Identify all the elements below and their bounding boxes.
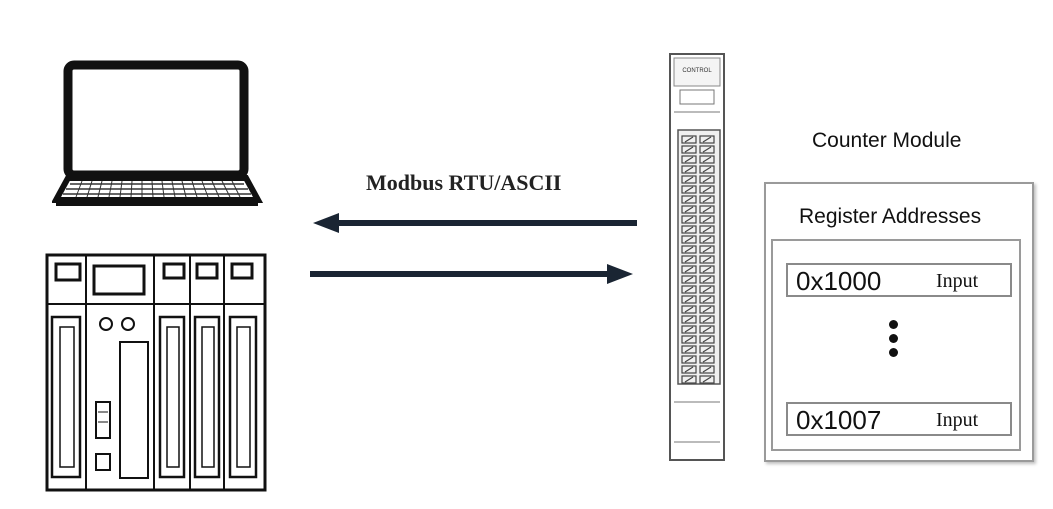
plc-rack-icon [45, 253, 267, 492]
register-type: Input [936, 409, 979, 431]
laptop-icon [52, 60, 264, 206]
register-list [771, 239, 1021, 451]
register-address: 0x1000 [796, 266, 882, 296]
response-arrow [313, 213, 637, 233]
ellipsis-vertical-icon [888, 320, 900, 360]
counter-module-device-icon: CONTROL [669, 53, 725, 461]
register-addresses-title: Register Addresses [799, 205, 982, 228]
register-address: 0x1007 [796, 405, 882, 435]
register-row: 0x1007 Input [786, 402, 1012, 436]
register-row: 0x1000 Input [786, 263, 1012, 297]
request-arrow [310, 264, 633, 284]
counter-module-title: Counter Module [812, 129, 962, 152]
protocol-label: Modbus RTU/ASCII [366, 170, 562, 195]
register-type: Input [936, 270, 979, 292]
svg-text:CONTROL: CONTROL [682, 68, 712, 74]
